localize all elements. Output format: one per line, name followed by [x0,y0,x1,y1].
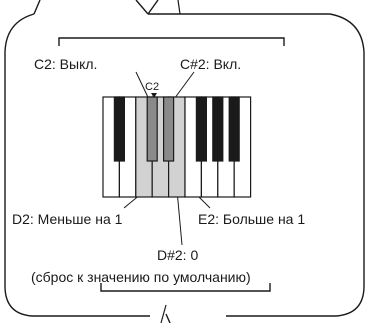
black-key-a-sharp [113,96,126,162]
bottom-bracket [100,283,271,292]
callout-top-pointer [177,0,181,15]
label-cs2-on: C#2: Вкл. [180,56,241,72]
c2-marker-triangle [151,93,157,98]
label-d2-less: D2: Меньше на 1 [12,211,123,227]
black-key-c-sharp-2 [146,96,158,162]
label-c2-off: C2: Выкл. [34,56,97,72]
black-key-g-sharp-2 [212,96,224,162]
black-key-f-sharp-2 [195,96,207,162]
top-bracket [58,37,285,46]
black-key-d-sharp-2 [163,96,175,162]
label-e2-more: E2: Больше на 1 [198,211,305,227]
label-ds2-zero: D#2: 0 [157,247,198,263]
callout-bottom-pointer [160,304,167,324]
label-c2-marker: C2 [145,81,159,93]
piano-keyboard [102,96,252,198]
callout-frame [4,13,365,324]
callout-notch-top [33,0,159,15]
label-reset-default: (сброс к значению по умолчанию) [31,269,251,285]
leader-ds2-zero [176,189,183,246]
black-key-a-sharp-2 [228,96,240,162]
